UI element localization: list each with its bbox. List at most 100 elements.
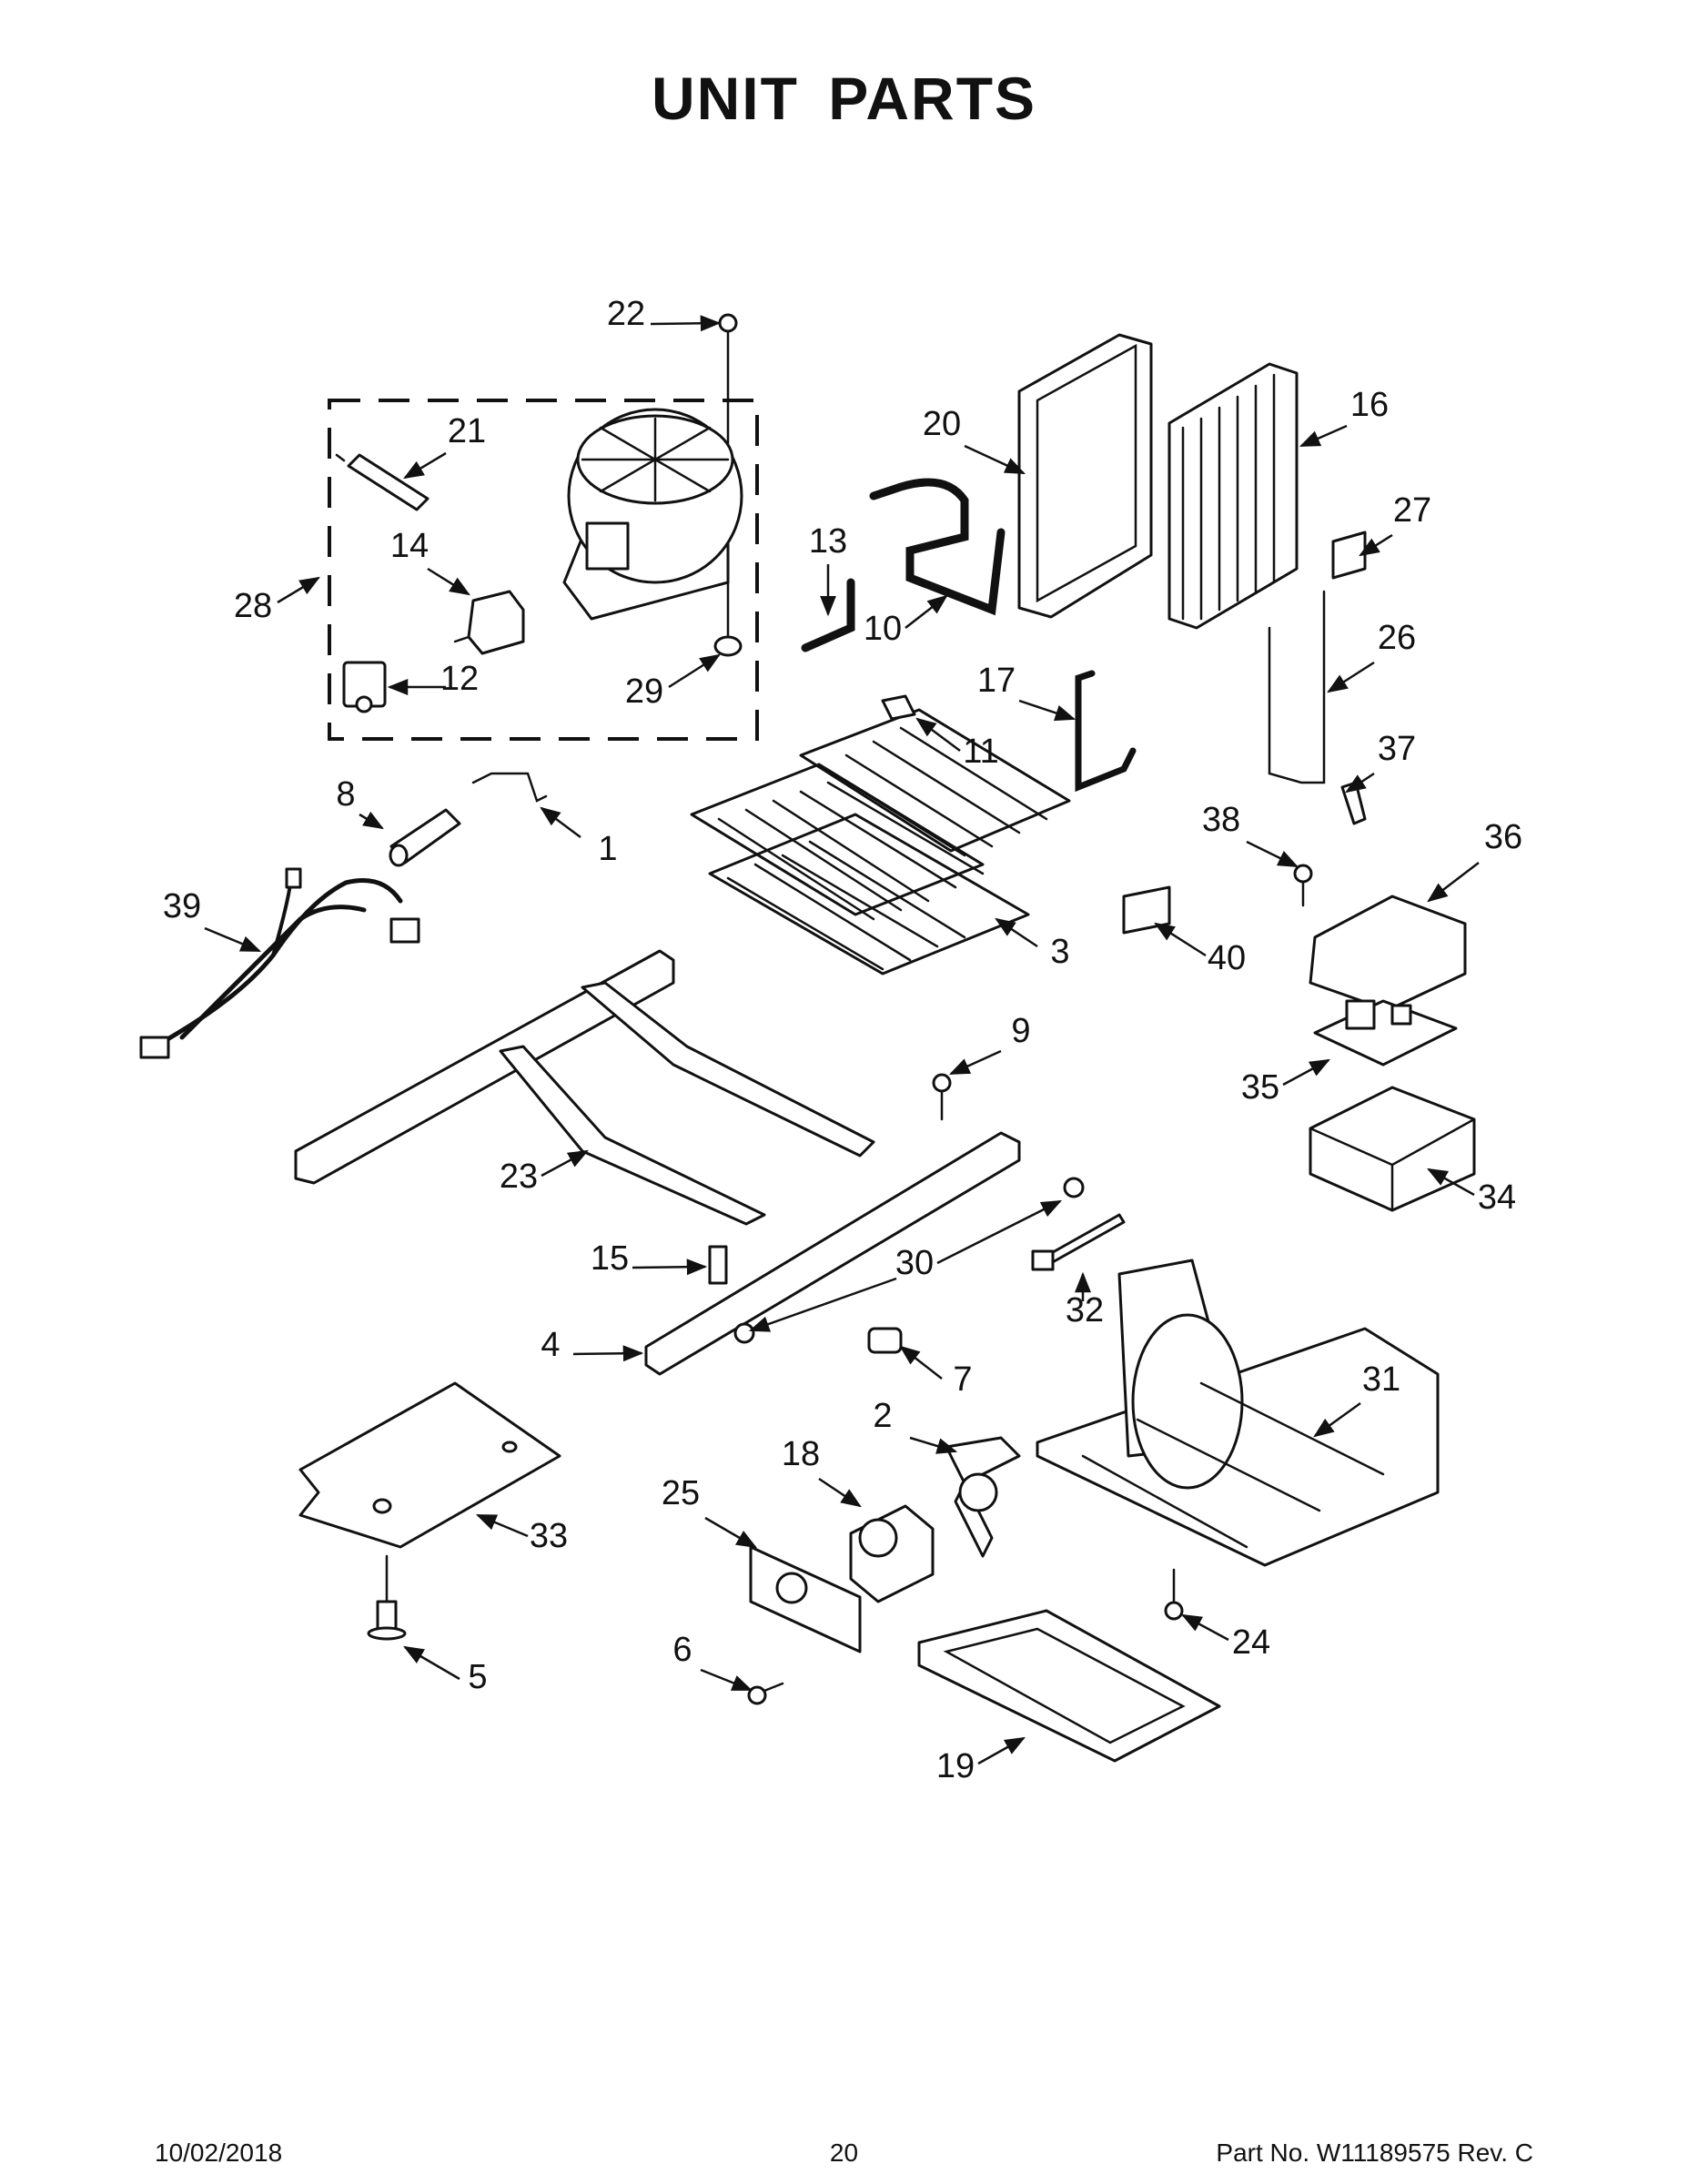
part-3-evaporator [690, 708, 1071, 976]
leader-arrow [1359, 533, 1393, 557]
leader-arrow [277, 576, 320, 604]
callout-18: 18 [782, 1435, 820, 1473]
callout-29: 29 [625, 672, 663, 711]
callout-34: 34 [1478, 1178, 1516, 1217]
callout-15: 15 [591, 1239, 629, 1278]
callout-17: 17 [977, 662, 1016, 700]
callout-31: 31 [1362, 1360, 1400, 1399]
leader-arrow [700, 1668, 753, 1692]
leader-arrow [1427, 862, 1480, 903]
part-4-rail [644, 1131, 1021, 1376]
callout-35: 35 [1241, 1068, 1279, 1107]
leader-arrow [1313, 1401, 1361, 1438]
part-31-base-pan [1036, 1259, 1440, 1567]
callout-27: 27 [1393, 491, 1431, 530]
footer-date: 10/02/2018 [155, 2138, 283, 2167]
part-27-clip [1331, 531, 1367, 580]
part-9-screw [932, 1073, 952, 1121]
leader-arrow [540, 806, 581, 839]
leader-arrow [1154, 922, 1207, 957]
leader-arrow [948, 1049, 1002, 1076]
part-6-screw [747, 1682, 784, 1705]
callout-30: 30 [895, 1244, 934, 1282]
compressor-assembly-box [328, 399, 759, 741]
part-30-screws [733, 1177, 1085, 1344]
part-33-cover-plate [298, 1381, 561, 1549]
part-21-drier [335, 453, 430, 511]
callout-1: 1 [598, 830, 617, 868]
leader-arrow [905, 594, 948, 629]
callout-38: 38 [1202, 801, 1240, 839]
part-19-drain-pan [917, 1609, 1221, 1763]
leader-arrow [1181, 1613, 1229, 1642]
part-16-condenser [1167, 362, 1299, 630]
part-8-tube [389, 808, 461, 867]
callout-14: 14 [390, 527, 429, 565]
part-17-tube [1075, 670, 1137, 793]
part-11-clip [881, 694, 916, 721]
part-35-control-board [1313, 999, 1458, 1067]
part-20-shroud [1017, 333, 1153, 619]
leader-arrow [818, 1477, 862, 1508]
callout-33: 33 [530, 1517, 568, 1555]
part-25-bracket [749, 1545, 862, 1653]
callout-2: 2 [873, 1397, 892, 1435]
part-compressor [562, 408, 743, 621]
part-7-plug [867, 1327, 903, 1354]
part-13-tube [801, 578, 855, 652]
callout-3: 3 [1050, 933, 1069, 971]
callout-11: 11 [963, 733, 998, 771]
leader-arrow [964, 444, 1026, 475]
callout-16: 16 [1350, 386, 1389, 424]
leader-arrow [403, 1645, 460, 1681]
callout-5: 5 [468, 1658, 487, 1696]
part-38-screw [1293, 864, 1313, 907]
part-36-cover [1309, 895, 1467, 1012]
callout-6: 6 [672, 1631, 692, 1669]
leader-arrow [704, 1516, 757, 1549]
part-39-harness [139, 867, 420, 1059]
part-15-screw [708, 1245, 728, 1285]
leader-arrow [475, 1513, 529, 1538]
leader-arrow [1282, 1058, 1330, 1087]
callout-4: 4 [541, 1326, 560, 1364]
callout-23: 23 [500, 1158, 538, 1196]
part-32-cable-tie [1031, 1213, 1126, 1271]
leader-arrow [572, 1345, 644, 1362]
callout-19: 19 [936, 1747, 975, 1785]
leader-arrow [541, 1149, 589, 1178]
leader-arrow [668, 653, 721, 689]
leader-arrow [936, 1199, 1063, 1265]
callout-9: 9 [1011, 1012, 1030, 1050]
leader-arrow [1018, 699, 1076, 722]
callout-labels: 1234567891011121314151617181920212223242… [163, 295, 1522, 1785]
part-12-overload [342, 661, 387, 713]
callout-40: 40 [1208, 939, 1246, 977]
callout-32: 32 [1066, 1291, 1104, 1330]
part-2-fan-blade [945, 1436, 1021, 1558]
part-24-screw [1164, 1568, 1184, 1621]
callout-13: 13 [809, 522, 847, 561]
part-34-box [1309, 1086, 1476, 1212]
part-1-bracket [471, 772, 548, 803]
leader-arrow [403, 451, 447, 480]
callout-36: 36 [1484, 818, 1522, 856]
page-title: UNIT PARTS [651, 65, 1037, 132]
callout-7: 7 [953, 1360, 972, 1399]
leader-arrow [1327, 661, 1375, 693]
leader-arrow [899, 1345, 943, 1380]
part-29-grommet [713, 635, 743, 657]
leader-arrow [748, 1277, 897, 1332]
leader-arrow [204, 926, 262, 953]
part-40-board [1122, 885, 1171, 935]
part-14-relay [453, 590, 525, 655]
part-23-frame [294, 949, 875, 1226]
part-18-fan-motor [849, 1504, 935, 1603]
callout-24: 24 [1232, 1623, 1270, 1662]
leader-arrow [632, 1259, 708, 1276]
callout-22: 22 [607, 295, 645, 333]
leader-arrow [909, 1436, 958, 1454]
leader-arrow [359, 811, 384, 830]
callout-10: 10 [864, 610, 902, 648]
